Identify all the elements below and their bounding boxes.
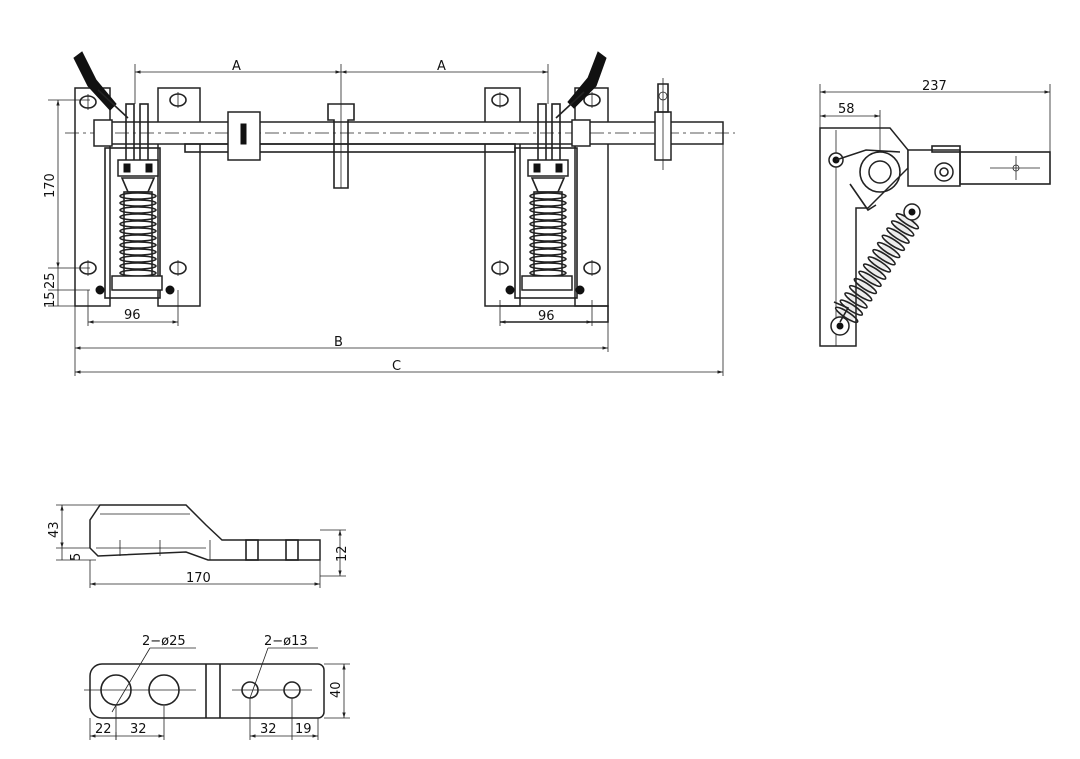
dim-label-25: 25 [43, 272, 58, 289]
dim-40 [324, 663, 350, 719]
right-spring-coil [529, 191, 567, 279]
dim-label-a-right: A [437, 59, 446, 74]
contact-top-view: 2−ø25 2−ø13 40 22 32 32 19 [84, 634, 350, 740]
dim-43 [56, 504, 100, 561]
dim-label-2-d13: 2−ø13 [264, 634, 308, 649]
dim-label-19: 19 [295, 722, 312, 737]
left-spring-base [111, 275, 163, 291]
dim-label-40: 40 [329, 681, 344, 698]
left-spring-coil [119, 191, 157, 279]
dim-170-contact [89, 560, 321, 588]
left-base-bracket [104, 147, 161, 299]
dim-label-32a: 32 [130, 722, 147, 737]
left-operating-handle [73, 51, 117, 111]
left-shaft-nut [93, 119, 113, 147]
shaft-sleeve [184, 143, 516, 153]
dim-label-a-left: A [232, 59, 241, 74]
dim-label-15: 15 [43, 291, 58, 308]
dim-label-b: B [334, 335, 343, 350]
right-mounting-slots [491, 92, 601, 276]
dim-width-96-left [87, 290, 179, 326]
coupling-key [240, 123, 247, 145]
dim-237 [819, 84, 1051, 152]
dim-width-96-right [499, 300, 593, 326]
right-spring-base [521, 275, 573, 291]
side-shaft-end [959, 151, 1051, 185]
side-spring-coil [834, 206, 920, 330]
dim-label-32b: 32 [260, 722, 277, 737]
dim-label-170-contact: 170 [186, 571, 211, 586]
dim-label-96-right: 96 [538, 309, 555, 324]
dim-label-43: 43 [47, 521, 62, 538]
contact-plan [89, 663, 325, 719]
dim-label-58: 58 [838, 102, 855, 117]
dim-a-right [341, 64, 549, 104]
right-shaft-nut [571, 119, 591, 147]
side-mounting-plate [819, 127, 909, 347]
dim-label-22: 22 [95, 722, 112, 737]
dim-label-237: 237 [922, 79, 947, 94]
dim-12 [320, 529, 346, 577]
shaft-lever-center [327, 103, 355, 189]
contact-side-view: 43 5 12 170 [47, 504, 350, 588]
right-operating-handle [567, 51, 607, 109]
dim-span-c [75, 144, 724, 376]
contact-profile [89, 504, 321, 561]
dim-bottom-row [89, 698, 319, 740]
dim-label-c: C [392, 359, 401, 374]
front-view: A A 170 25 15 96 96 [43, 51, 735, 376]
dim-label-12: 12 [335, 545, 350, 562]
dim-label-5: 5 [69, 553, 84, 561]
shaft-clamp-top [657, 83, 669, 113]
right-spring-insulator [527, 103, 569, 193]
side-view: 237 58 [819, 79, 1051, 347]
dim-label-170: 170 [43, 173, 58, 198]
dim-label-96-left: 96 [124, 308, 141, 323]
dim-height-170 [48, 99, 90, 307]
dim-58 [820, 110, 881, 152]
dim-label-2-d25: 2−ø25 [142, 634, 186, 649]
dim-span-b [74, 306, 609, 376]
